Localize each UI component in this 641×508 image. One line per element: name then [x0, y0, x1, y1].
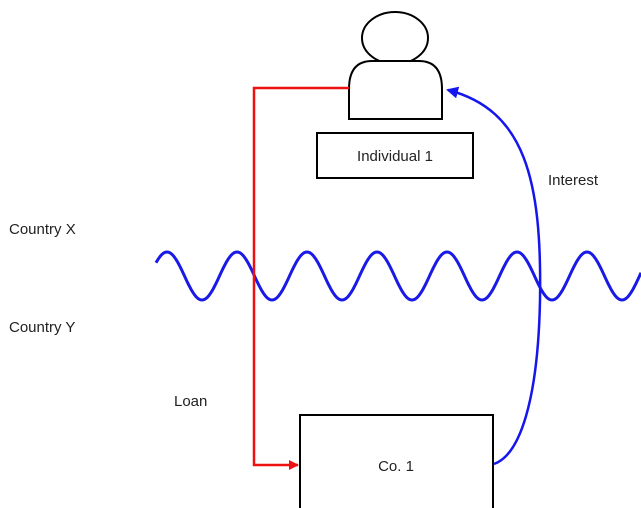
individual-box: Individual 1: [316, 132, 474, 179]
country-x-label: Country X: [9, 221, 76, 238]
company-label: Co. 1: [378, 458, 414, 475]
loan-label: Loan: [174, 393, 207, 410]
country-border-wave: [154, 250, 641, 302]
person-icon: [348, 11, 443, 120]
company-box: Co. 1: [299, 414, 494, 508]
loan-arrow: [252, 86, 349, 470]
country-y-label: Country Y: [9, 319, 75, 336]
individual-label: Individual 1: [357, 148, 433, 165]
interest-arrow: [446, 86, 542, 466]
interest-label: Interest: [548, 172, 599, 189]
